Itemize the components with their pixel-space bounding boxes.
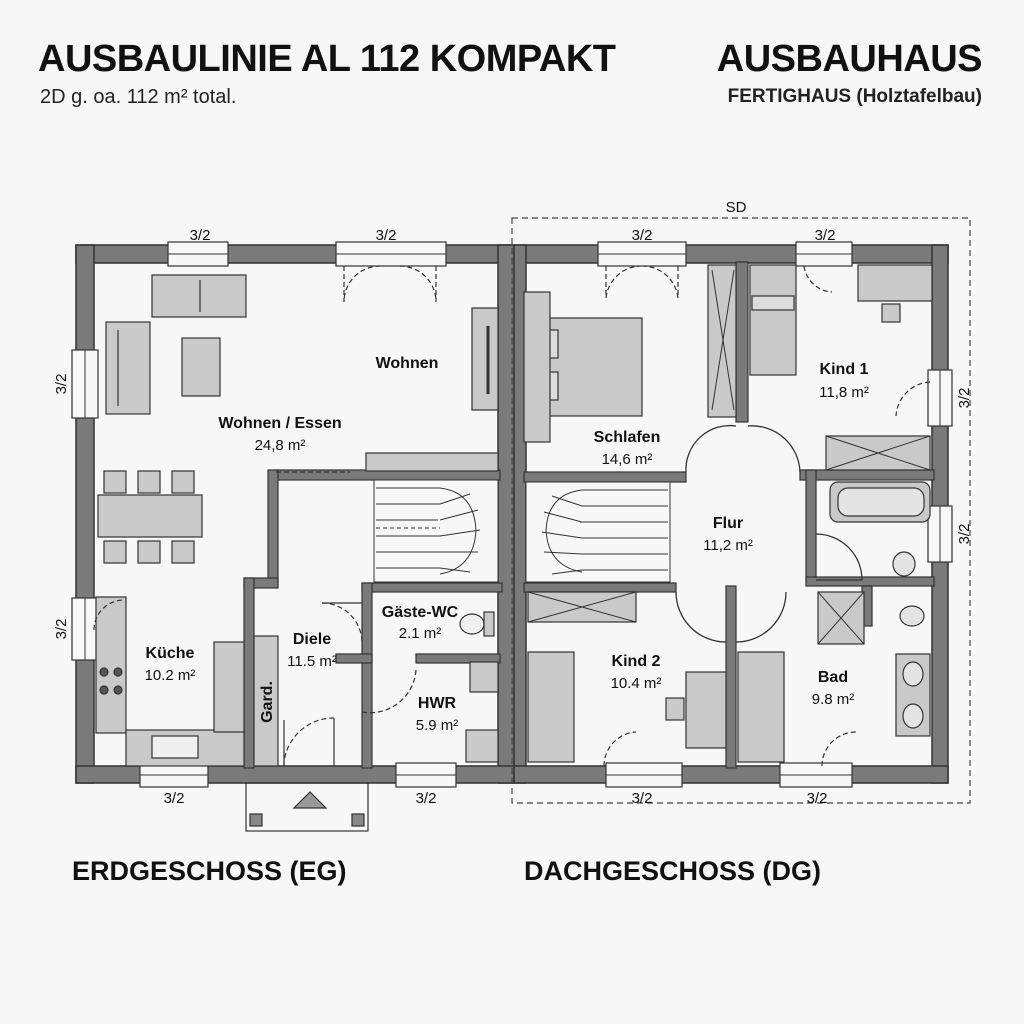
room-hwr-label: HWR: [418, 695, 457, 712]
room-schlafen-area: 14,6 m²: [602, 451, 653, 468]
room-wohnen-essen-label: Wohnen / Essen: [218, 415, 341, 432]
room-gaeste-wc-label: Gäste-WC: [382, 604, 459, 621]
upper-floor-plan: [511, 217, 971, 804]
ground-floor-plan: [71, 241, 515, 832]
room-flur-label: Flur: [713, 515, 743, 532]
window-mark: 3/2: [807, 790, 828, 807]
window-mark: 3/2: [956, 524, 973, 545]
room-schlafen-label: Schlafen: [594, 429, 661, 446]
dg-roof-outline: [511, 217, 971, 804]
room-kueche-label: Küche: [146, 645, 195, 662]
plan-subtitle: 2D g. oa. 112 m² total.: [40, 86, 237, 108]
room-bad-label: Bad: [818, 669, 848, 686]
room-gaeste-wc-area: 2.1 m²: [399, 625, 442, 642]
dg-room-labels: Schlafen 14,6 m² Kind 1 11,8 m² Flur 11,…: [594, 199, 869, 708]
room-kind2-area: 10.4 m²: [611, 675, 662, 692]
eg-furniture: [95, 274, 499, 767]
eg-door-swings: [93, 265, 437, 766]
room-wohnen-essen-area: 24,8 m²: [255, 437, 306, 454]
window-mark: 3/2: [53, 374, 70, 395]
room-diele-area: 11.5 m²: [287, 653, 337, 670]
room-kind1-label: Kind 1: [820, 361, 869, 378]
window-mark: 3/2: [416, 790, 437, 807]
eg-room-labels: Wohnen Wohnen / Essen 24,8 m² Küche 10.2…: [145, 355, 459, 734]
ground-floor-label: ERDGESCHOSS (EG): [72, 856, 347, 886]
window-mark: 3/2: [164, 790, 185, 807]
room-wohnen-label: Wohnen: [376, 355, 439, 372]
window-mark: 3/2: [815, 227, 836, 244]
plan-title: AUSBAULINIE AL 112 KOMPAKT: [38, 38, 616, 80]
room-kind1-area: 11,8 m²: [819, 384, 869, 401]
room-diele-label: Diele: [293, 631, 331, 648]
eg-interior-walls: [243, 469, 503, 769]
dg-stairs: [525, 481, 671, 583]
eg-entrance: [245, 782, 369, 832]
window-mark: 3/2: [190, 227, 211, 244]
dg-interior-walls: [523, 261, 935, 769]
brand-subtitle: FERTIGHAUS (Holztafelbau): [727, 86, 982, 107]
room-kind2-label: Kind 2: [612, 653, 661, 670]
room-bad-area: 9.8 m²: [812, 691, 855, 708]
window-mark: 3/2: [956, 388, 973, 409]
room-hwr-area: 5.9 m²: [416, 717, 459, 734]
dg-door-swings: [603, 265, 931, 767]
dg-corridor-doors: [675, 424, 863, 643]
window-mark: 3/2: [53, 619, 70, 640]
dg-window-marks: 3/2 3/2 3/2 3/2 3/2 3/2: [632, 227, 973, 807]
garderobe-label: Gard.: [259, 681, 276, 723]
window-mark: 3/2: [376, 227, 397, 244]
room-kueche-area: 10.2 m²: [145, 667, 196, 684]
sd-label: SD: [726, 199, 747, 216]
eg-window-marks: 3/2 3/2 3/2 3/2 3/2 3/2: [53, 227, 436, 807]
eg-stairs: [373, 479, 499, 583]
upper-floor-label: DACHGESCHOSS (DG): [524, 856, 822, 886]
brand-title: AUSBAUHAUS: [716, 38, 983, 80]
window-mark: 3/2: [632, 790, 653, 807]
room-flur-area: 11,2 m²: [703, 537, 753, 554]
window-mark: 3/2: [632, 227, 653, 244]
